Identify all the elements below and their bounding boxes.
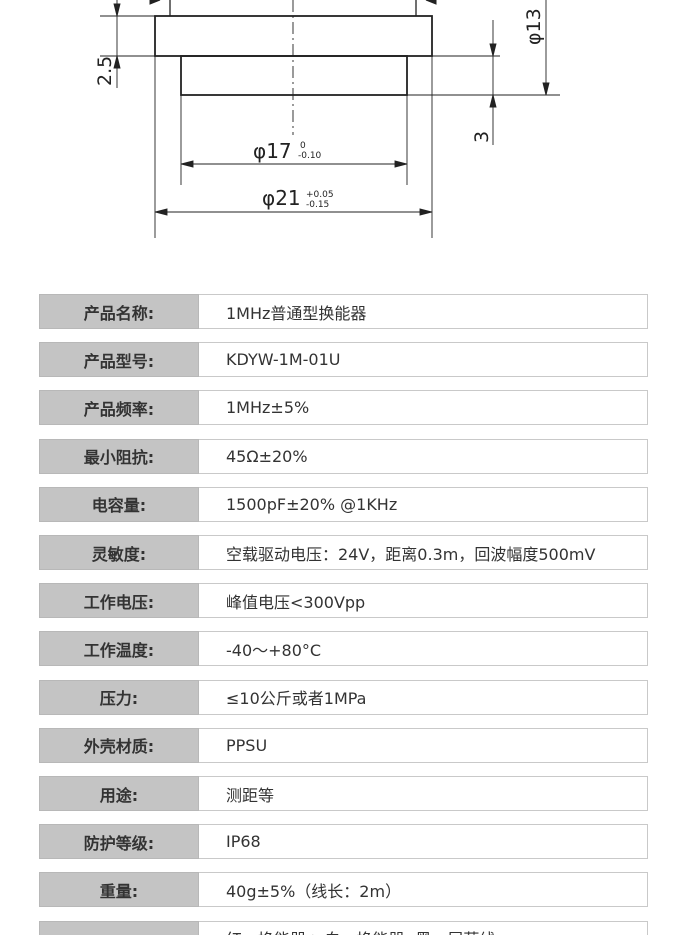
spec-label: 防护等级:	[39, 824, 199, 860]
spec-value: ≤10公斤或者1MPa	[199, 679, 648, 715]
arrow-d13-bottom	[542, 82, 550, 96]
spec-value: 1MHz普通型换能器	[199, 294, 648, 329]
dim-text-3: 3	[471, 131, 493, 143]
spec-value: PPSU	[199, 727, 648, 763]
dimension-drawing: φ17 0 -0.10 φ21 +0.05 -0.15 2.5 3 φ13	[0, 0, 690, 270]
dim-text-d21: φ21	[262, 186, 301, 210]
dim-text-d17-upper: 0	[300, 141, 306, 151]
dim-text-2-5: 2.5	[94, 56, 116, 86]
flange-outline	[154, 15, 433, 57]
dim-text-d21-lower: -0.15	[306, 200, 329, 210]
spec-label: 压力:	[39, 679, 199, 715]
arrow-2-5-top	[113, 3, 121, 17]
spec-row: 产品频率:1MHz±5%	[39, 390, 648, 426]
arrow-2-5-bottom	[113, 55, 121, 69]
spec-label: 灵敏度:	[39, 535, 199, 570]
spec-label: 产品名称:	[39, 294, 199, 329]
spec-label: 工作电压:	[39, 583, 199, 619]
spec-row: 灵敏度:空载驱动电压：24V，距离0.3m，回波幅度500mV	[39, 535, 648, 570]
spec-value: 红：换能器+ 白：换能器- 黑：屏蔽线	[199, 920, 648, 935]
spec-label: 外壳材质:	[39, 727, 199, 763]
arrow-3-bottom	[489, 94, 497, 108]
lower-body-outline	[180, 55, 408, 96]
spec-row: 重量:40g±5%（线长：2m）	[39, 872, 648, 908]
spec-value: KDYW-1M-01U	[199, 342, 648, 378]
spec-value: 1500pF±20% @1KHz	[199, 486, 648, 522]
dim-text-d17: φ17	[253, 139, 292, 163]
arrow-d17-right	[394, 160, 408, 168]
spec-row: 工作温度:-40～+80°C	[39, 631, 648, 667]
dim-text-d13: φ13	[523, 8, 545, 45]
spec-value: -40～+80°C	[199, 631, 648, 667]
spec-value: 测距等	[199, 776, 648, 811]
arrow-d17-left	[180, 160, 194, 168]
spec-row: 防护等级:IP68	[39, 824, 648, 860]
spec-row: 产品型号:KDYW-1M-01U	[39, 342, 648, 378]
spec-label: 产品频率:	[39, 390, 199, 426]
arrow-d21-left	[154, 208, 168, 216]
spec-row: 最小阻抗:45Ω±20%	[39, 438, 648, 474]
spec-label	[39, 920, 199, 935]
spec-value: 空载驱动电压：24V，距离0.3m，回波幅度500mV	[199, 535, 648, 570]
spec-row: 用途:测距等	[39, 776, 648, 811]
top-arrow-right	[425, 0, 437, 5]
spec-label: 重量:	[39, 872, 199, 908]
spec-row: 产品名称:1MHz普通型换能器	[39, 294, 648, 329]
spec-value: 峰值电压<300Vpp	[199, 583, 648, 619]
spec-value: 40g±5%（线长：2m）	[199, 872, 648, 908]
spec-value: 1MHz±5%	[199, 390, 648, 426]
spec-row: 压力:≤10公斤或者1MPa	[39, 679, 648, 715]
arrow-3-top	[489, 43, 497, 57]
spec-value: IP68	[199, 824, 648, 860]
spec-row: 电容量:1500pF±20% @1KHz	[39, 486, 648, 522]
spec-row: 工作电压:峰值电压<300Vpp	[39, 583, 648, 619]
arrow-d21-right	[419, 208, 433, 216]
spec-label: 最小阻抗:	[39, 438, 199, 474]
top-arrow-left	[149, 0, 161, 5]
dim-text-d17-lower: -0.10	[298, 151, 322, 161]
spec-row: 外壳材质:PPSU	[39, 727, 648, 763]
spec-label: 电容量:	[39, 486, 199, 522]
spec-value: 45Ω±20%	[199, 438, 648, 474]
spec-label: 产品型号:	[39, 342, 199, 378]
dim-text-d21-upper: +0.05	[306, 190, 334, 200]
spec-label: 用途:	[39, 776, 199, 811]
transducer-drawing-svg: φ17 0 -0.10 φ21 +0.05 -0.15 2.5 3 φ13	[94, 0, 560, 238]
spec-row: 红：换能器+ 白：换能器- 黑：屏蔽线	[39, 920, 648, 935]
spec-label: 工作温度:	[39, 631, 199, 667]
